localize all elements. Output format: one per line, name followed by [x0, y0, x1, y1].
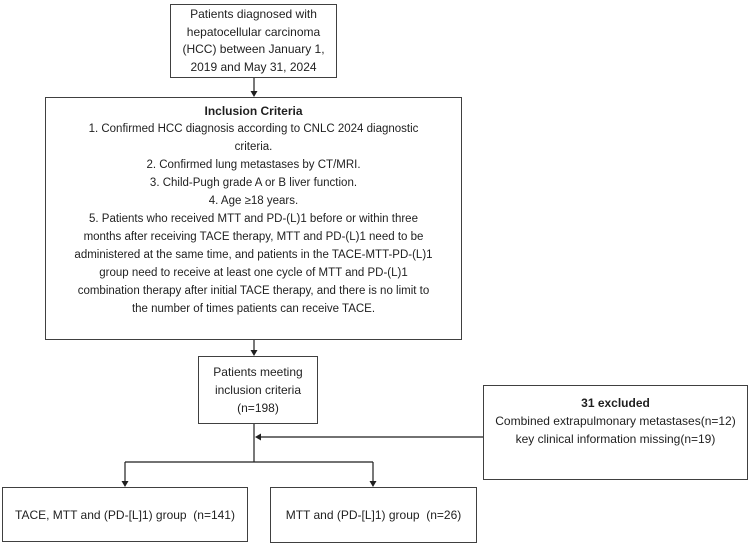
patients-diagnosed-box: Patients diagnosed with hepatocellular c…: [170, 4, 337, 78]
excluded-box: 31 excluded Combined extrapulmonary meta…: [483, 385, 748, 480]
inclusion-criteria-title: Inclusion Criteria: [204, 104, 303, 118]
patients-meeting-text: Patients meeting inclusion criteria (n=1…: [213, 365, 303, 415]
arrowhead-excluded: [255, 433, 261, 441]
inclusion-criteria-body: 1. Confirmed HCC diagnosis according to …: [74, 123, 433, 315]
mtt-pdl1-group-box: MTT and (PD-[L]1) group (n=26): [270, 487, 477, 543]
tace-mtt-pdl1-group-box: TACE, MTT and (PD-[L]1) group (n=141): [2, 487, 248, 542]
tace-mtt-pdl1-group-text: TACE, MTT and (PD-[L]1) group (n=141): [15, 507, 235, 522]
patients-diagnosed-text: Patients diagnosed with hepatocellular c…: [182, 7, 325, 74]
excluded-title: 31 excluded: [581, 396, 650, 410]
patients-meeting-box: Patients meeting inclusion criteria (n=1…: [198, 356, 318, 424]
excluded-body: Combined extrapulmonary metastases(n=12)…: [495, 414, 736, 446]
mtt-pdl1-group-text: MTT and (PD-[L]1) group (n=26): [285, 508, 462, 522]
inclusion-criteria-box: Inclusion Criteria 1. Confirmed HCC diag…: [45, 97, 462, 340]
